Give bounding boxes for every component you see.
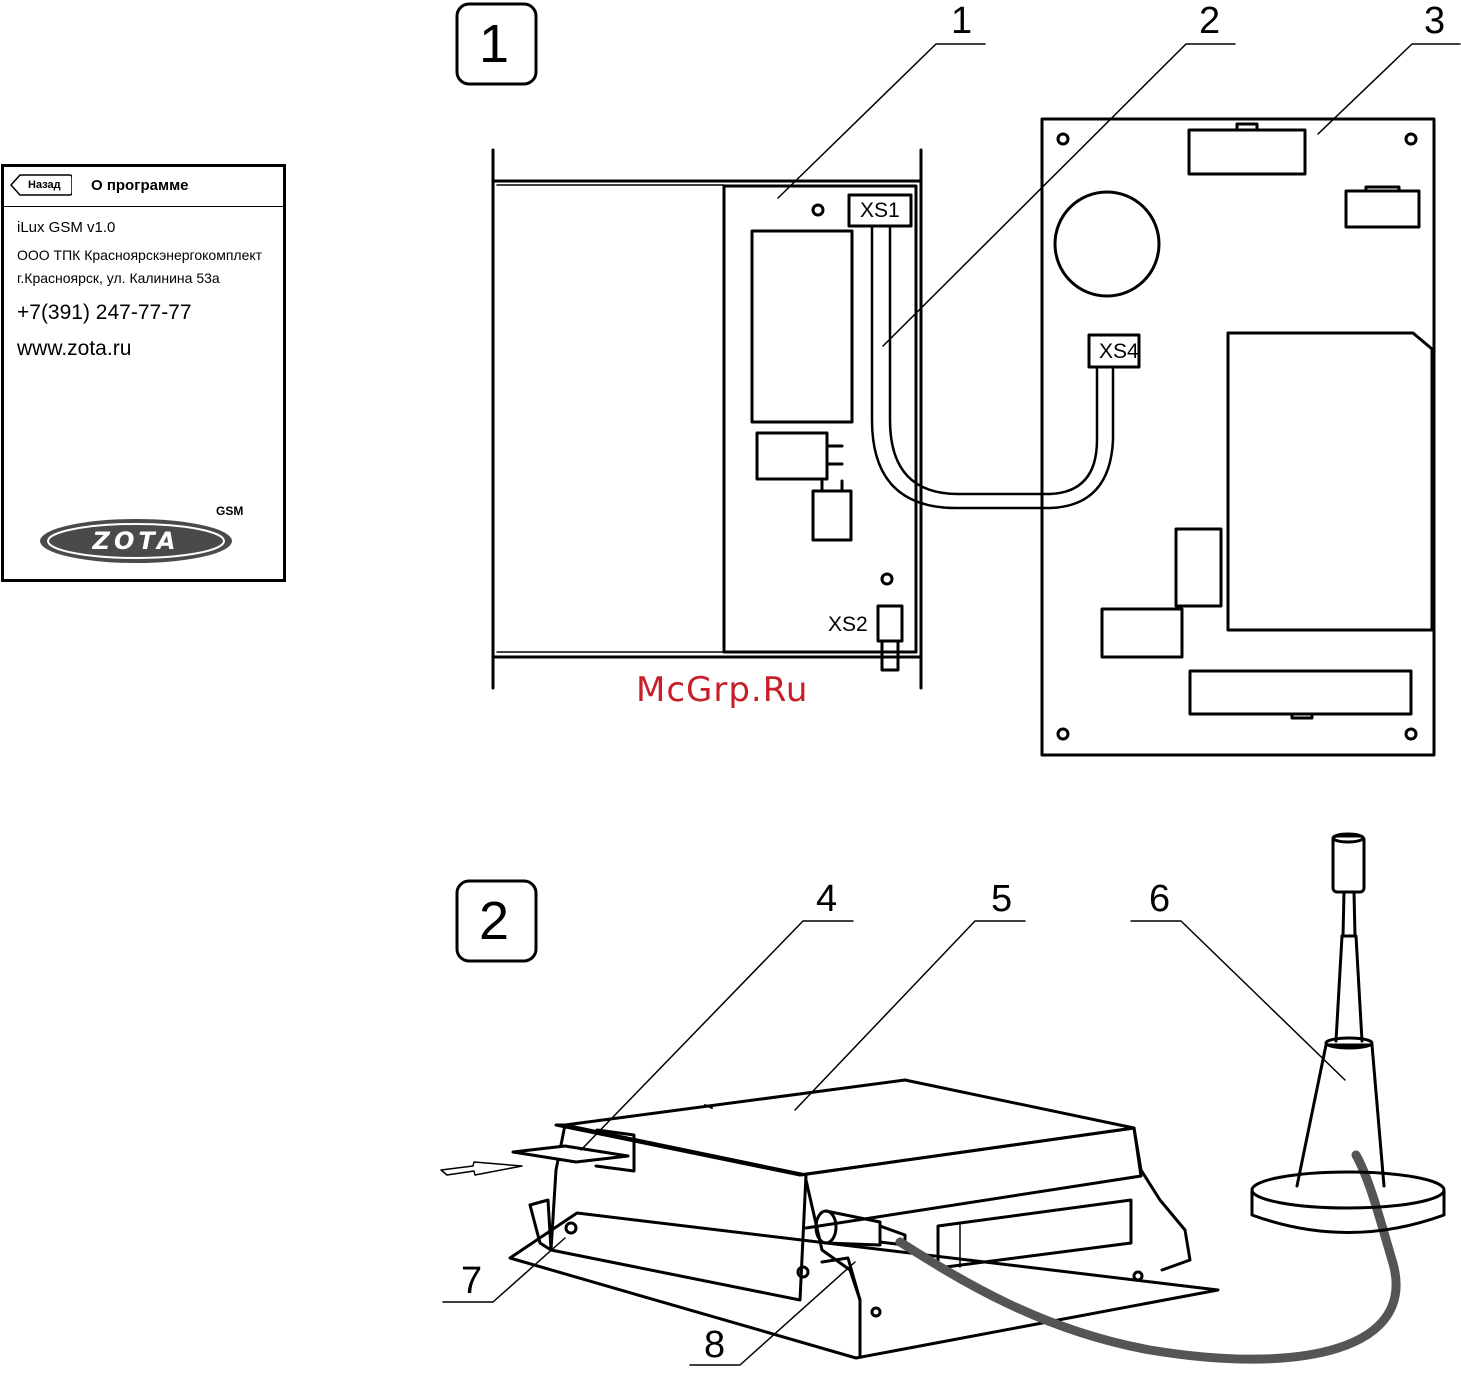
callout-6: 6: [1149, 878, 1171, 920]
callout-5-leader: [794, 920, 1026, 1111]
callout-7: 7: [461, 1260, 483, 1302]
module-enclosure: [508, 1078, 1220, 1360]
screen-title: О программе: [91, 177, 189, 194]
xs1-connector: [847, 193, 913, 228]
xs4-connector: [1087, 333, 1141, 369]
xs2-label: XS2: [828, 613, 868, 636]
insert-arrow: [440, 1161, 523, 1176]
main-controller-board: [1040, 117, 1436, 757]
callout-3: 3: [1424, 0, 1446, 42]
logo-gsm-label: GSM: [216, 504, 244, 518]
callout-7-leader: [442, 1237, 566, 1303]
callout-8: 8: [704, 1324, 726, 1366]
back-button-label: Назад: [28, 179, 61, 191]
device-screen: Назад О программе iLux GSM v1.0 ООО ТПК …: [1, 164, 286, 582]
figure-1-number: 1: [479, 14, 510, 74]
callout-4-leader: [580, 920, 854, 1151]
figure-1-box: [455, 2, 538, 86]
callout-5: 5: [991, 878, 1013, 920]
callout-1: 1: [951, 0, 973, 42]
sim-card: [511, 1144, 630, 1164]
version-text: iLux GSM v1.0: [17, 219, 116, 236]
back-button[interactable]: Назад: [10, 173, 72, 197]
svg-text:ZOTA: ZOTA: [92, 527, 180, 555]
gsm-module-board: [722, 184, 918, 672]
figure-2-box: [455, 879, 538, 963]
website-text: www.zota.ru: [17, 337, 132, 360]
callout-4: 4: [816, 878, 838, 920]
antenna: [1250, 832, 1446, 1234]
housing-side-view: [491, 148, 923, 690]
xs1-label: XS1: [860, 199, 900, 222]
ribbon-cable: [870, 224, 1115, 510]
company-text: ООО ТПК Красноярскэнергокомплект: [17, 247, 263, 263]
watermark: McGrp.Ru: [636, 670, 809, 710]
figure-2-number: 2: [479, 891, 510, 951]
callout-2-leader: [882, 43, 1236, 347]
back-arrow-icon: [10, 174, 72, 196]
xs4-label: XS4: [1099, 340, 1139, 363]
callout-2: 2: [1199, 0, 1221, 42]
screen-header: Назад О программе: [4, 167, 283, 207]
callout-1-leader: [777, 43, 986, 199]
zota-logo: ZOTA: [40, 519, 232, 563]
callout-8-leader: [689, 1261, 856, 1366]
address-text: г.Красноярск, ул. Калинина 53а: [17, 270, 220, 286]
callout-6-leader: [1130, 920, 1346, 1081]
antenna-cable: [895, 1150, 1401, 1364]
phone-text: +7(391) 247-77-77: [17, 301, 192, 324]
callout-3-leader: [1317, 43, 1461, 135]
